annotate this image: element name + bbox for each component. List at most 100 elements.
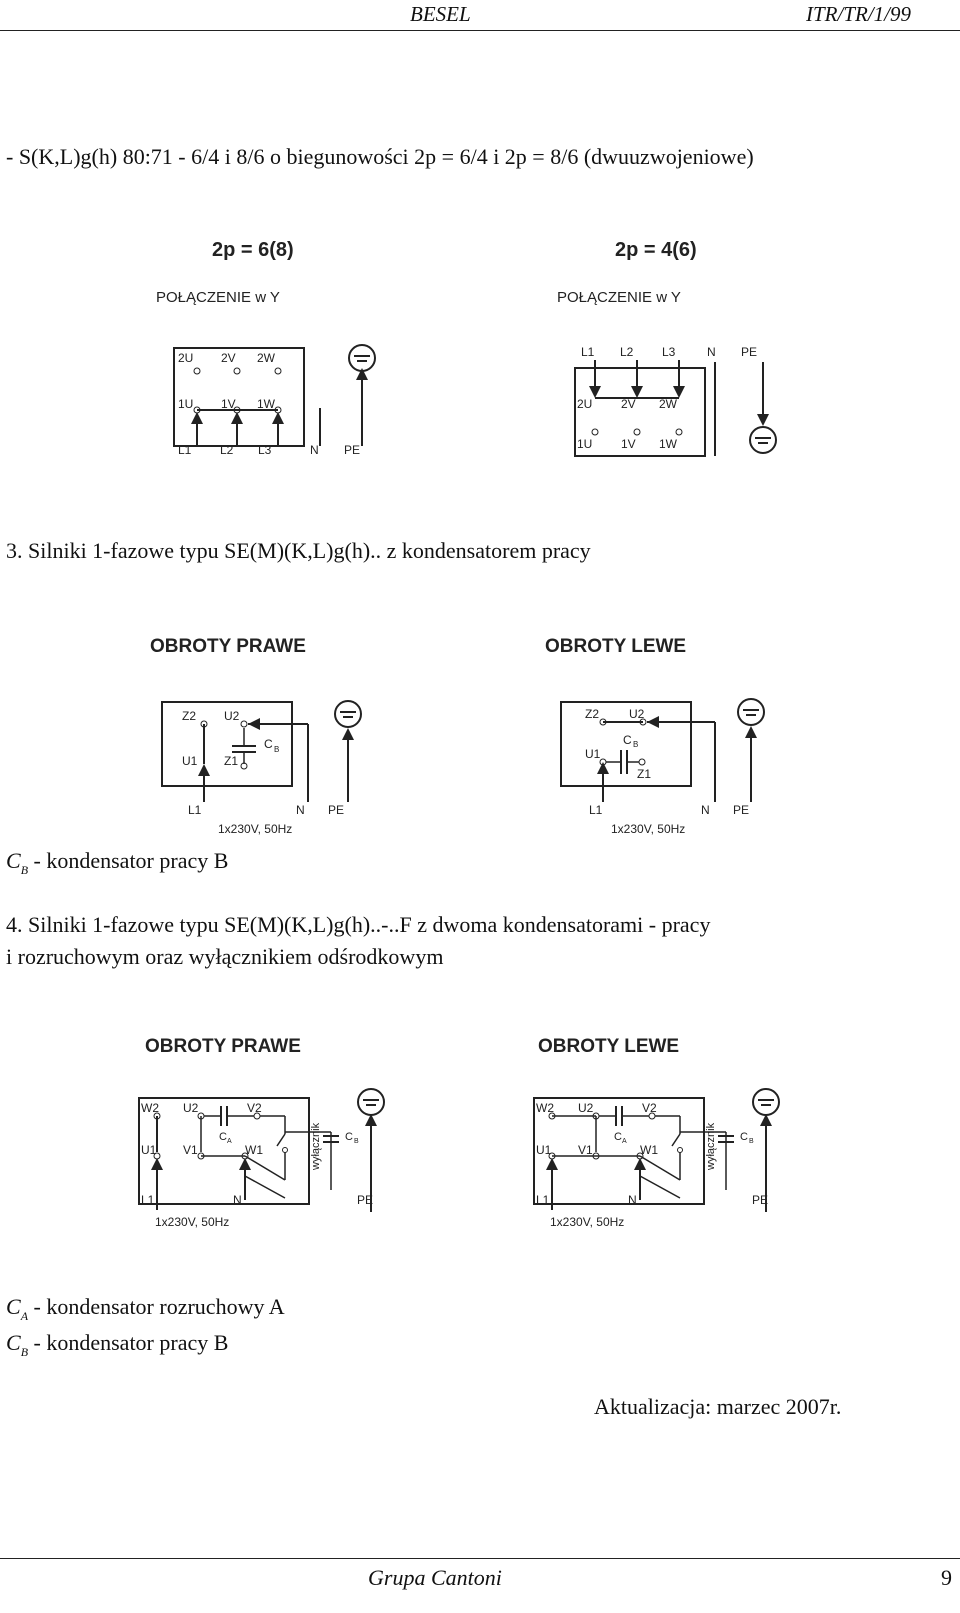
svg-text:2V: 2V <box>221 351 236 365</box>
svg-text:V1: V1 <box>578 1143 593 1157</box>
svg-text:C: C <box>345 1131 353 1143</box>
svg-text:U2: U2 <box>224 709 240 723</box>
svg-text:L3: L3 <box>258 443 272 457</box>
svg-text:V2: V2 <box>247 1101 262 1115</box>
header-left: BESEL <box>410 2 471 26</box>
svg-text:1x230V, 50Hz: 1x230V, 50Hz <box>611 822 685 836</box>
svg-text:L1: L1 <box>581 345 595 359</box>
svg-text:L1: L1 <box>536 1193 550 1207</box>
svg-text:C: C <box>614 1131 622 1143</box>
header-right: ITR/TR/1/99 <box>806 2 912 26</box>
svg-text:L1: L1 <box>178 443 192 457</box>
svg-text:L1: L1 <box>141 1193 155 1207</box>
page-number: 9 <box>941 1565 952 1590</box>
svg-text:PE: PE <box>357 1193 373 1207</box>
svg-text:PE: PE <box>741 345 757 359</box>
svg-text:W1: W1 <box>640 1143 658 1157</box>
svg-text:Z1: Z1 <box>224 754 238 768</box>
svg-text:U2: U2 <box>183 1101 199 1115</box>
svg-text:B: B <box>354 1138 359 1145</box>
svg-text:B: B <box>274 745 279 754</box>
svg-text:U1: U1 <box>536 1143 552 1157</box>
svg-text:U2: U2 <box>629 707 645 721</box>
svg-text:PE: PE <box>752 1193 768 1207</box>
svg-text:N: N <box>701 803 710 817</box>
svg-text:A: A <box>622 1138 627 1145</box>
svg-text:U2: U2 <box>578 1101 594 1115</box>
svg-text:1W: 1W <box>257 397 276 411</box>
svg-text:N: N <box>233 1193 242 1207</box>
svg-text:1x230V, 50Hz: 1x230V, 50Hz <box>218 822 292 836</box>
svg-text:N: N <box>628 1193 637 1207</box>
svg-text:1x230V, 50Hz: 1x230V, 50Hz <box>155 1215 229 1229</box>
section-4-heading-line2: i rozruchowym oraz wyłącznikiem odśrodko… <box>6 944 444 969</box>
svg-text:C: C <box>219 1131 227 1143</box>
svg-text:OBROTY LEWE: OBROTY LEWE <box>545 636 686 657</box>
svg-text:1x230V, 50Hz: 1x230V, 50Hz <box>550 1215 624 1229</box>
svg-text:U1: U1 <box>141 1143 157 1157</box>
svg-text:OBROTY PRAWE: OBROTY PRAWE <box>150 636 306 657</box>
section-3-heading: 3. Silniki 1-fazowe typu SE(M)(K,L)g(h).… <box>6 538 591 563</box>
svg-text:L1: L1 <box>188 803 202 817</box>
svg-text:1U: 1U <box>178 397 193 411</box>
diagram-left-rotation-1cap: OBROTY LEWE Z2 U2 C B U1 Z1 L1 N PE 1x23… <box>545 628 805 852</box>
svg-text:L2: L2 <box>220 443 234 457</box>
svg-text:V2: V2 <box>642 1101 657 1115</box>
svg-text:W1: W1 <box>245 1143 263 1157</box>
legend-ca: CA - kondensator rozruchowy A <box>6 1294 285 1323</box>
svg-text:2W: 2W <box>257 351 276 365</box>
diagram-star-6-8: 2p = 6(8) POŁĄCZENIE w Y 2U 2V 2W 1U 1V … <box>150 228 450 477</box>
svg-text:wyłącznik: wyłącznik <box>705 1122 717 1171</box>
svg-text:B: B <box>749 1138 754 1145</box>
svg-text:1U: 1U <box>577 437 592 451</box>
page-header: BESEL ITR/TR/1/99 <box>0 0 960 31</box>
legend-cb-1: CB - kondensator pracy B <box>6 848 229 877</box>
diagram-left-rotation-2cap: OBROTY LEWE W2 U2 V2 C A U1 V1 W1 wyłącz… <box>530 1030 805 1244</box>
svg-text:N: N <box>310 443 319 457</box>
svg-text:1W: 1W <box>659 437 678 451</box>
svg-text:N: N <box>296 803 305 817</box>
svg-text:PE: PE <box>344 443 360 457</box>
svg-text:L1: L1 <box>589 803 603 817</box>
diagram-title: 2p = 6(8) <box>212 239 294 261</box>
diagram-right-rotation-1cap: OBROTY PRAWE Z2 U2 U1 Z1 C B L1 N PE 1x2… <box>148 628 408 852</box>
svg-text:Z2: Z2 <box>182 709 196 723</box>
svg-text:L3: L3 <box>662 345 676 359</box>
svg-text:2U: 2U <box>178 351 193 365</box>
svg-text:PE: PE <box>733 803 749 817</box>
svg-text:POŁĄCZENIE w Y: POŁĄCZENIE w Y <box>557 289 681 306</box>
svg-text:1V: 1V <box>221 397 236 411</box>
section-1-heading: - S(K,L)g(h) 80:71 - 6/4 i 8/6 o bieguno… <box>6 144 754 169</box>
svg-text:C: C <box>264 737 273 751</box>
section-4-heading-line1: 4. Silniki 1-fazowe typu SE(M)(K,L)g(h).… <box>6 912 711 937</box>
svg-text:W2: W2 <box>141 1101 159 1115</box>
svg-text:wyłącznik: wyłącznik <box>310 1122 322 1171</box>
svg-text:C: C <box>623 733 632 747</box>
svg-text:U1: U1 <box>182 754 198 768</box>
diagram-star-4-6: 2p = 4(6) POŁĄCZENIE w Y L1 L2 L3 N PE 2… <box>555 228 795 477</box>
svg-text:OBROTY PRAWE: OBROTY PRAWE <box>145 1036 301 1057</box>
svg-text:1V: 1V <box>621 437 636 451</box>
svg-text:OBROTY LEWE: OBROTY LEWE <box>538 1036 679 1057</box>
svg-text:A: A <box>227 1138 232 1145</box>
svg-text:C: C <box>740 1131 748 1143</box>
svg-text:L2: L2 <box>620 345 634 359</box>
svg-text:PE: PE <box>328 803 344 817</box>
legend-cb-2: CB - kondensator pracy B <box>6 1330 229 1359</box>
svg-text:V1: V1 <box>183 1143 198 1157</box>
update-note: Aktualizacja: marzec 2007r. <box>594 1394 842 1419</box>
diagram-conn: POŁĄCZENIE w Y <box>156 289 280 306</box>
diagram-right-rotation-2cap: OBROTY PRAWE W2 U2 V2 C A U1 V1 W1 wyłąc… <box>135 1030 410 1244</box>
svg-text:Z1: Z1 <box>637 767 651 781</box>
svg-text:Z2: Z2 <box>585 707 599 721</box>
svg-text:2V: 2V <box>621 397 636 411</box>
svg-text:2W: 2W <box>659 397 678 411</box>
svg-text:U1: U1 <box>585 747 601 761</box>
footer-company: Grupa Cantoni <box>368 1565 502 1590</box>
svg-text:W2: W2 <box>536 1101 554 1115</box>
svg-text:N: N <box>707 345 716 359</box>
svg-text:2U: 2U <box>577 397 592 411</box>
svg-text:2p = 4(6): 2p = 4(6) <box>615 239 697 261</box>
svg-text:B: B <box>633 740 638 749</box>
page-footer: Grupa Cantoni 9 <box>0 1558 960 1590</box>
